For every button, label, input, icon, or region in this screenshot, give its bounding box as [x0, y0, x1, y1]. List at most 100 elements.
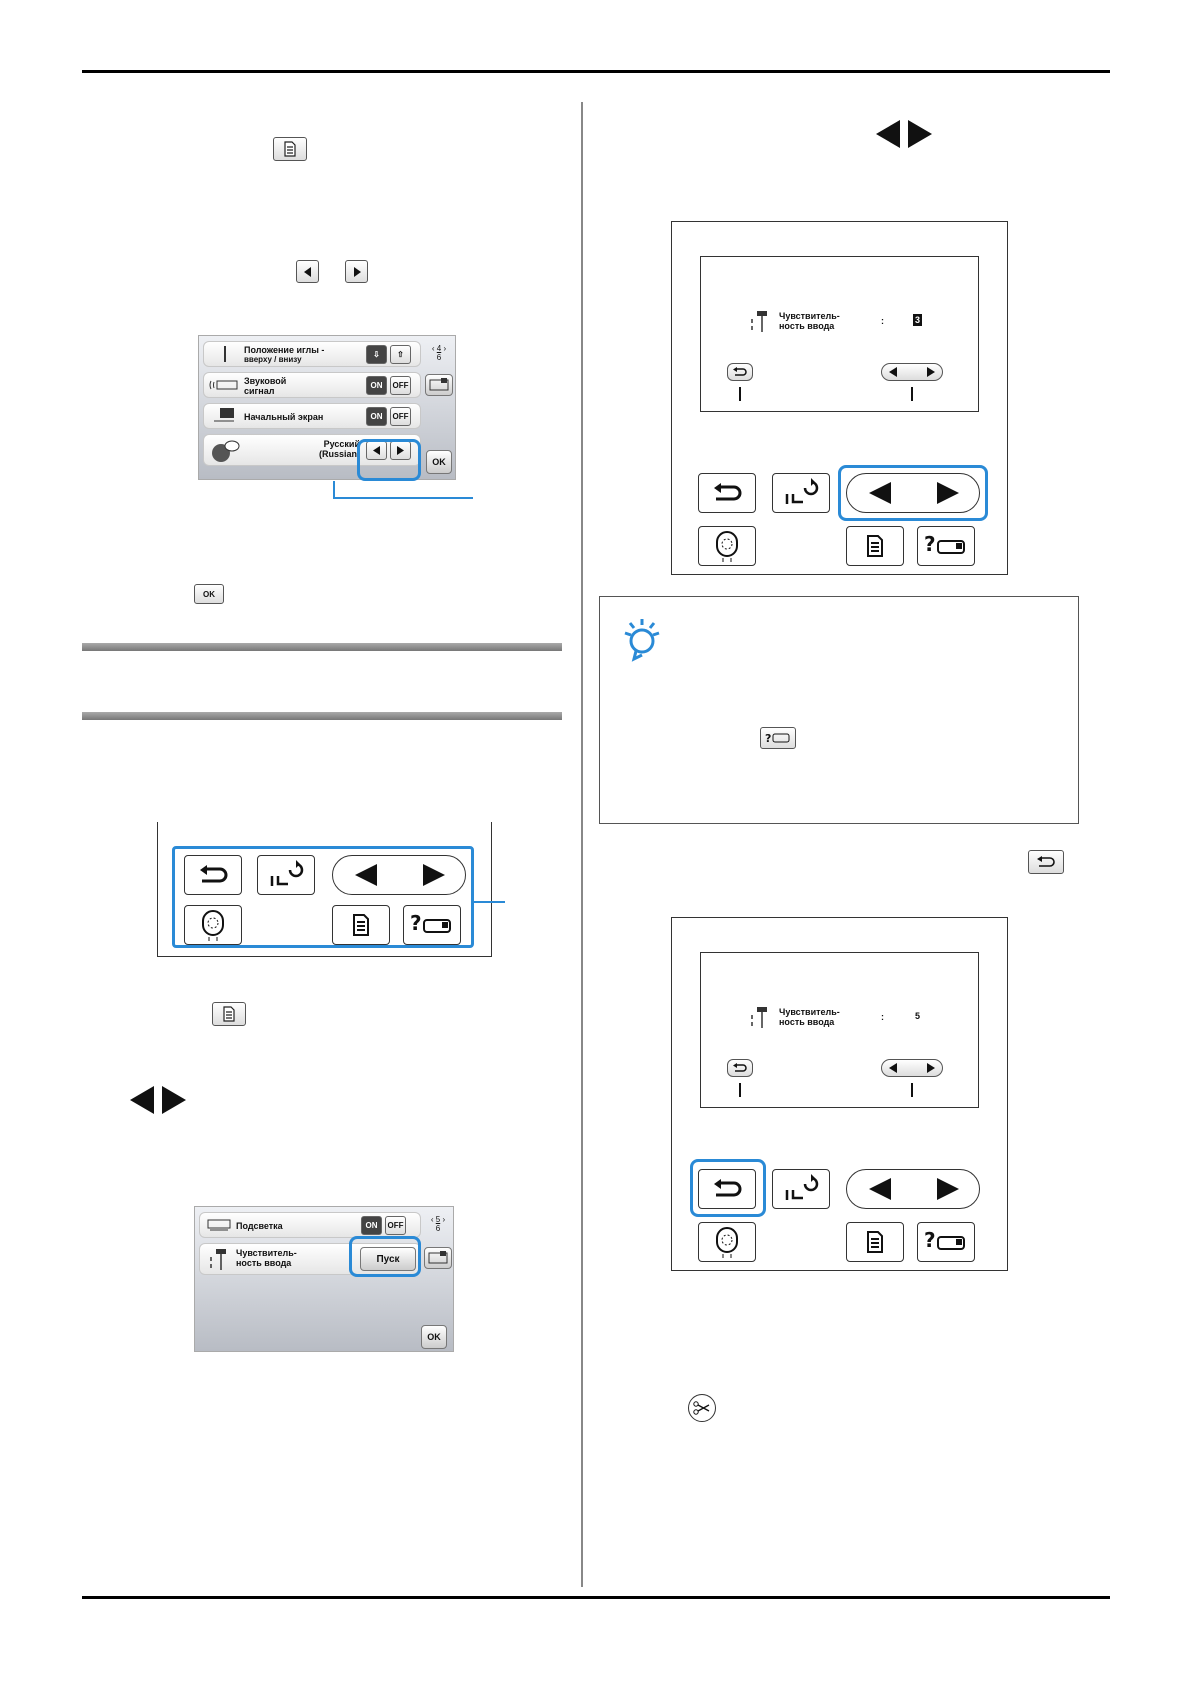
lcd2-value: 5 — [915, 1011, 921, 1021]
language-label-2: (Russian) — [318, 449, 360, 459]
left-arrow-icon[interactable] — [869, 1178, 891, 1200]
needle-position-label-1: Положение иглы - — [244, 345, 325, 355]
buzzer-on-button[interactable]: ON — [366, 376, 387, 395]
panel-help-button[interactable]: ? — [403, 905, 461, 945]
settings-icon — [867, 1231, 883, 1253]
light-off-button[interactable]: OFF — [385, 1216, 406, 1235]
needle-position-label-2: вверху / внизу — [244, 355, 302, 364]
settings-button[interactable] — [846, 1222, 904, 1262]
back-icon — [714, 483, 742, 501]
back-button[interactable] — [698, 473, 756, 513]
presser-foot-icon — [270, 860, 304, 886]
page-indicator: ‹ 4 › 6 — [426, 344, 452, 362]
screen-icon — [214, 408, 234, 422]
lcd1-colon: : — [881, 316, 884, 326]
presser-foot-button[interactable] — [772, 1169, 830, 1209]
machine-settings-icon[interactable] — [424, 1247, 452, 1269]
setting-row-needle-position: Положение иглы - вверху / внизу ⇩ ⇧ — [203, 341, 421, 367]
right-arrow-icon[interactable] — [937, 1178, 959, 1200]
needle-up-button[interactable]: ⇧ — [390, 345, 411, 364]
thread-cutter-icon — [688, 1394, 716, 1422]
highlight-arrow-keys — [838, 465, 988, 521]
page-indicator: ‹ 5 › 6 — [425, 1215, 451, 1233]
column-divider — [581, 102, 583, 1587]
section-bar-bottom — [82, 712, 562, 720]
presser-foot-button[interactable] — [772, 473, 830, 513]
panel-presser-foot-button[interactable] — [257, 855, 315, 895]
left-arrow-icon[interactable] — [355, 864, 377, 886]
sensitivity-lcd-1: Чувствитель- ность ввода : 3 — [700, 256, 979, 412]
lcd1-label-1: Чувствитель- — [779, 311, 840, 321]
ok-button[interactable]: OK — [421, 1325, 447, 1349]
highlight-back-button — [690, 1159, 766, 1217]
lcd2-arrows-icon — [881, 1059, 943, 1077]
panel-settings-button[interactable] — [332, 905, 390, 945]
left-right-arrows-icon — [130, 1086, 186, 1114]
embroidery-button[interactable] — [698, 1222, 756, 1262]
panel-embroidery-button[interactable] — [184, 905, 242, 945]
lcd1-value: 3 — [913, 314, 923, 326]
light-on-button[interactable]: ON — [361, 1216, 382, 1235]
svg-text:?: ? — [924, 533, 936, 556]
ok-button[interactable]: OK — [426, 450, 452, 474]
page-total: 6 — [436, 353, 442, 362]
lcd1-arrows-icon — [881, 363, 943, 381]
needle-down-button[interactable]: ⇩ — [366, 345, 387, 364]
settings-icon — [353, 914, 369, 936]
operation-panel: ? — [157, 822, 492, 957]
right-arrow-icon[interactable] — [937, 482, 959, 504]
help-button[interactable]: ? — [917, 526, 975, 566]
lcd1-back-icon — [727, 363, 753, 381]
svg-text:?: ? — [924, 1229, 936, 1252]
right-arrow-icon[interactable] — [423, 864, 445, 886]
lcd1-label-2: ность ввода — [779, 321, 835, 331]
settings-button[interactable] — [846, 526, 904, 566]
sensitivity-panel-2: Чувствитель- ность ввода : 5 ? — [671, 917, 1008, 1271]
back-button[interactable] — [698, 1169, 756, 1209]
lcd2-back-icon — [727, 1059, 753, 1077]
left-arrow-icon[interactable] — [869, 482, 891, 504]
light-icon — [207, 1219, 231, 1231]
left-arrow-key-icon — [296, 260, 319, 283]
help-icon: ? — [410, 912, 451, 935]
buzzer-off-button[interactable]: OFF — [390, 376, 411, 395]
setting-row-buzzer: Звуковой сигнал ON OFF — [203, 372, 421, 398]
back-icon — [714, 1179, 742, 1197]
initial-screen-off-button[interactable]: OFF — [390, 407, 411, 426]
settings-key-icon-2 — [212, 1002, 246, 1026]
arrow-keys — [846, 1169, 980, 1209]
ok-key-icon: OK — [194, 584, 224, 604]
section-bar-top — [82, 643, 562, 651]
page-current: 5 — [435, 1215, 441, 1224]
panel-back-button[interactable] — [184, 855, 242, 895]
help-icon: ? — [924, 1229, 965, 1252]
settings-key-icon — [273, 137, 307, 161]
note-box: ? — [599, 596, 1079, 824]
lcd1-tick-left — [739, 387, 741, 401]
initial-screen-on-button[interactable]: ON — [366, 407, 387, 426]
machine-settings-icon[interactable] — [425, 374, 453, 396]
embroidery-button[interactable] — [698, 526, 756, 566]
sensitivity-icon — [751, 1007, 767, 1028]
setting-row-initial-screen: Начальный экран ON OFF — [203, 403, 421, 429]
highlight-language-arrows — [357, 439, 421, 481]
lcd1-tick-right — [911, 387, 913, 401]
highlight-start-button — [349, 1236, 421, 1277]
settings-screen-page5: Подсветка ON OFF Чувствитель- ность ввод… — [194, 1206, 454, 1352]
lcd2-colon: : — [881, 1012, 884, 1022]
settings-icon — [867, 535, 883, 557]
setting-row-light: Подсветка ON OFF — [199, 1212, 421, 1238]
panel-arrow-keys — [332, 855, 466, 895]
right-arrow-key-icon — [345, 260, 368, 283]
embroidery-icon — [202, 910, 224, 941]
svg-text:?: ? — [410, 912, 422, 935]
lcd2-tick-right — [911, 1083, 913, 1097]
callout-line-horizontal — [333, 497, 473, 499]
help-button[interactable]: ? — [917, 1222, 975, 1262]
globe-icon — [212, 440, 240, 462]
back-key-icon — [1028, 850, 1064, 874]
back-icon — [200, 865, 228, 883]
footer-rule — [82, 1596, 1110, 1599]
start-button[interactable]: Пуск — [360, 1247, 416, 1271]
help-icon: ? — [924, 533, 965, 556]
